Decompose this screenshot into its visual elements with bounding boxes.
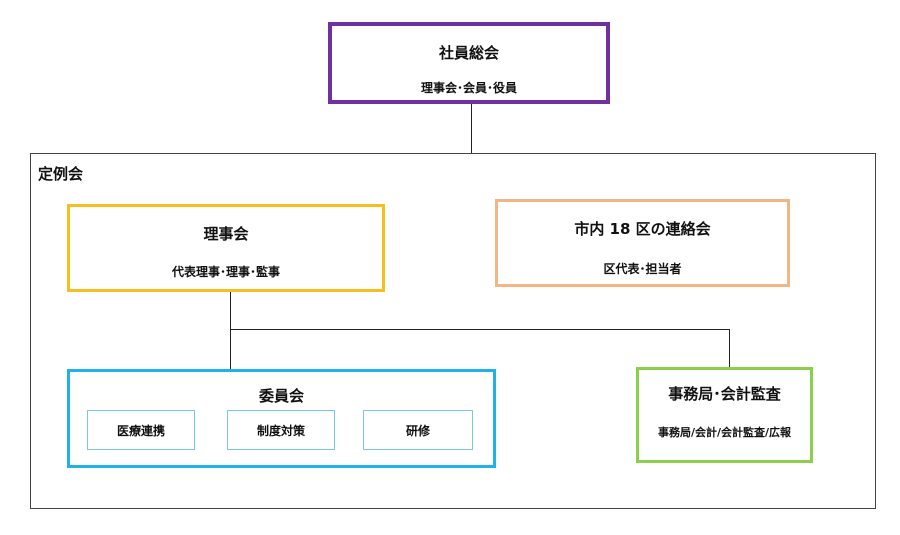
board-title: 理事会: [203, 225, 249, 243]
connector-to-secretariat: [729, 329, 730, 367]
ward-council-title: 市内 18 区の連絡会: [574, 220, 711, 238]
general-assembly-box: 社員総会 理事会･会員･役員: [328, 22, 610, 104]
committee-title: 委員会: [258, 387, 304, 405]
board-box: 理事会 代表理事･理事･監事: [67, 204, 385, 292]
connector-general-to-regular: [471, 104, 472, 154]
ward-council-subtitle: 区代表･担当者: [603, 262, 682, 276]
regular-meeting-label: 定例会: [38, 165, 84, 183]
subcommittee-medical: 医療連携: [87, 410, 195, 450]
regular-meeting-frame: [30, 153, 876, 509]
connector-board-down: [230, 292, 231, 369]
ward-council-box: 市内 18 区の連絡会 区代表･担当者: [495, 199, 790, 287]
secretariat-title: 事務局･会計監査: [668, 385, 781, 403]
subcommittee-policy: 制度対策: [227, 410, 335, 450]
subcommittee-training: 研修: [363, 410, 473, 450]
general-assembly-subtitle: 理事会･会員･役員: [420, 81, 517, 95]
connector-horizontal: [230, 329, 730, 330]
general-assembly-title: 社員総会: [438, 44, 499, 62]
board-subtitle: 代表理事･理事･監事: [171, 265, 280, 279]
secretariat-subtitle: 事務局/会計/会計監査/広報: [657, 426, 792, 439]
secretariat-box: 事務局･会計監査 事務局/会計/会計監査/広報: [636, 367, 813, 463]
